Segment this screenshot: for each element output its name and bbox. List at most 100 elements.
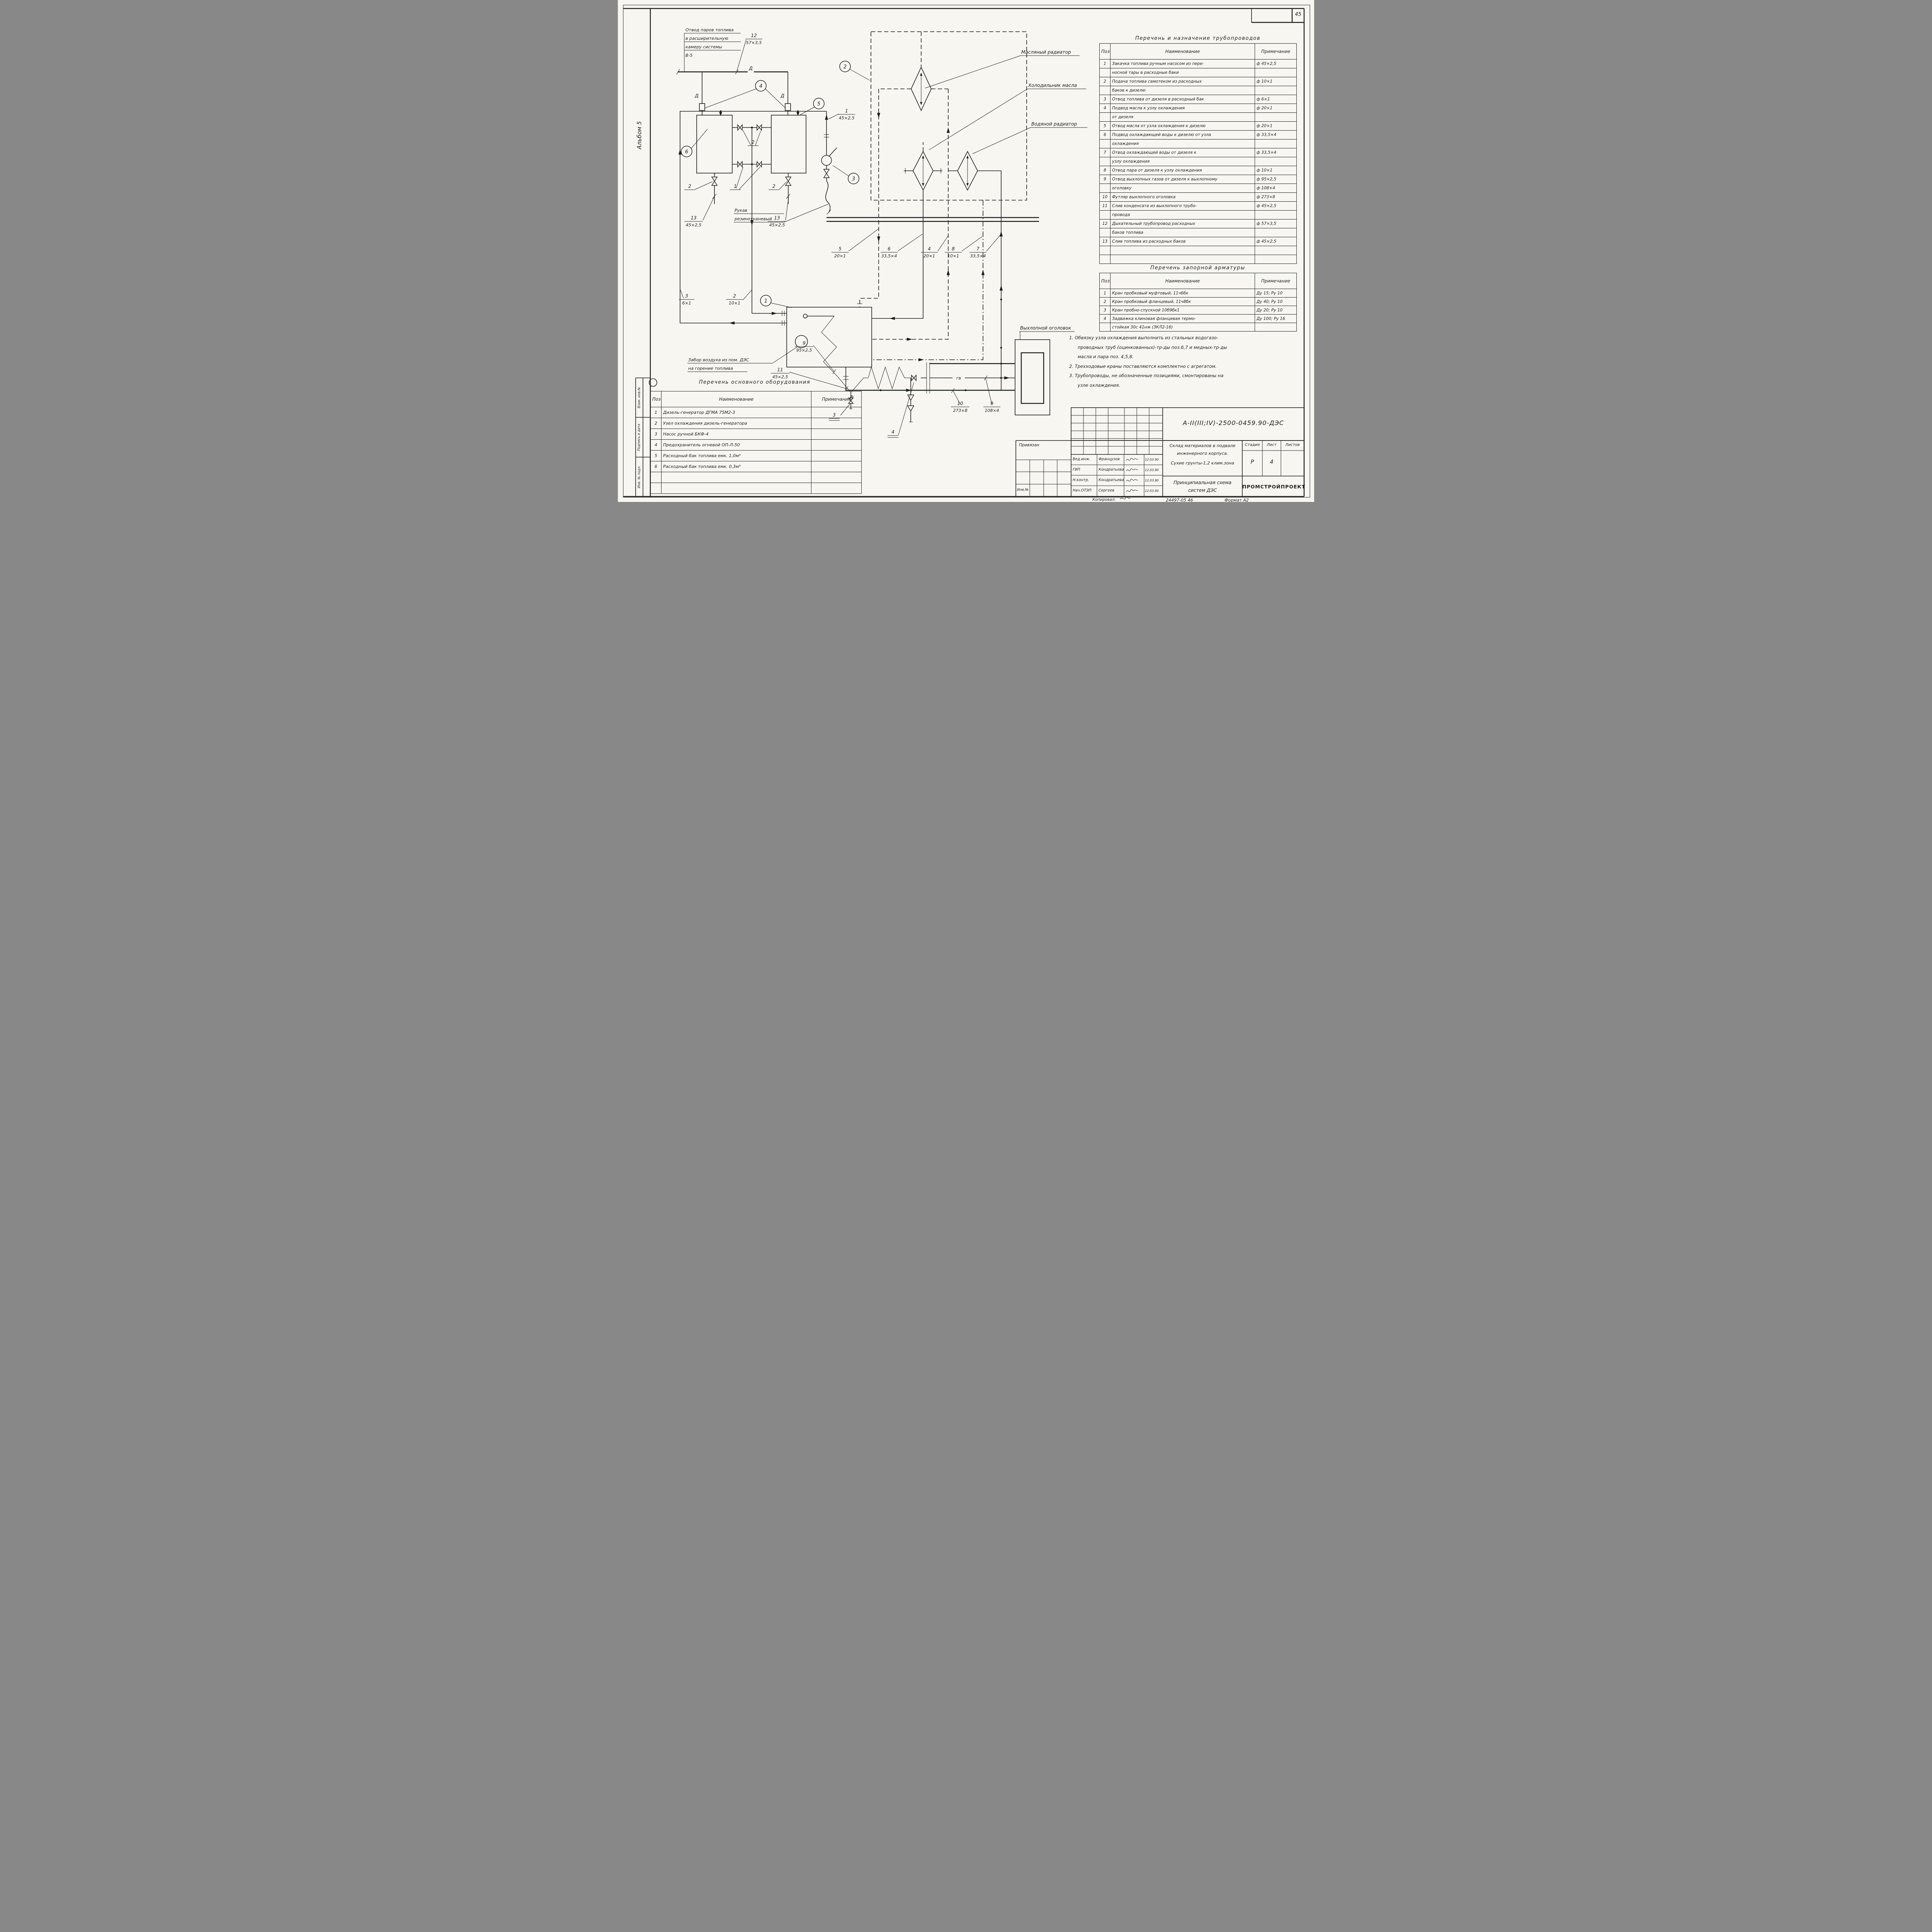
valve-tag-3: 3: [829, 412, 840, 421]
svg-text:4: 4: [891, 429, 895, 435]
svg-text:10: 10: [957, 401, 963, 406]
svg-text:2: 2: [733, 293, 736, 299]
callout-5: 5: [813, 98, 825, 109]
sheet-frame: [623, 5, 1310, 498]
vent-note-line3: камеру системы: [685, 44, 722, 49]
svg-text:273×8: 273×8: [953, 408, 967, 413]
hand-pump-symbol: [821, 155, 832, 166]
equipment-callouts: 1 2 3 4 5 6: [649, 61, 859, 387]
svg-text:6: 6: [888, 246, 891, 252]
callout-6: 6: [681, 146, 692, 157]
pipe-tag-12: 12 57×3,5: [745, 33, 762, 45]
svg-text:2: 2: [844, 64, 847, 70]
valve-tag-2-right: 2: [769, 184, 779, 190]
oil-radiator-symbol: [911, 66, 932, 111]
svg-text:10×1: 10×1: [729, 301, 740, 306]
pipe-tag-8: 810×1: [945, 246, 962, 259]
callout-4: 4: [755, 80, 767, 92]
vent-note-line4: В-5: [685, 53, 693, 58]
svg-text:9: 9: [990, 401, 993, 406]
svg-text:4: 4: [759, 83, 762, 89]
svg-text:8: 8: [952, 246, 955, 252]
pipe-tag-9: 9 95×2,5: [795, 340, 813, 353]
fuel-tank-1m3: [696, 115, 733, 173]
air-label-line1: Забор воздуха из пом. ДЭС: [688, 357, 749, 362]
svg-text:4: 4: [928, 246, 931, 252]
valve-tag-4: 4: [888, 429, 898, 438]
svg-text:20×1: 20×1: [834, 253, 846, 259]
pipe-tag-13-right: 13 45×2,5: [768, 215, 786, 228]
svg-text:1: 1: [845, 108, 848, 114]
vent-note-line2: в расширительную: [685, 36, 728, 41]
valve-tag-2-left: 2: [684, 184, 695, 190]
svg-text:108×4: 108×4: [985, 408, 999, 413]
exhaust-run: [735, 69, 1050, 422]
drawing-sheet: .ln{stroke:#1c1c1c;stroke-width:1.6;fill…: [618, 0, 1314, 502]
svg-text:45×2,5: 45×2,5: [686, 223, 702, 228]
svg-text:9: 9: [803, 340, 806, 346]
hot-gas-mark-2: гв: [848, 394, 855, 401]
hose-label-line1: Рукав: [735, 208, 747, 213]
svg-text:45×2,5: 45×2,5: [769, 223, 785, 228]
svg-text:1: 1: [764, 298, 767, 304]
hot-gas-mark-1: гв: [956, 376, 961, 381]
pipe-tag-13-left: 13 45×2,5: [684, 215, 703, 228]
duct-letter-1: Д: [748, 66, 752, 71]
svg-text:3: 3: [852, 176, 855, 182]
svg-text:2: 2: [752, 139, 755, 145]
svg-text:3: 3: [833, 412, 836, 418]
svg-text:5: 5: [817, 101, 820, 107]
svg-text:5: 5: [838, 246, 842, 252]
duct-letter-3: Д: [780, 93, 784, 99]
svg-text:10×1: 10×1: [947, 253, 959, 259]
pipe-tag-1: 1 45×2,5: [838, 108, 855, 121]
pipe-tag-11: 11 45×2,5: [771, 367, 789, 379]
svg-text:6×1: 6×1: [682, 301, 691, 306]
svg-text:2: 2: [688, 184, 691, 189]
oil-radiator-label: Масляный радиатор: [1021, 49, 1071, 55]
water-radiator-symbol: [957, 151, 978, 191]
svg-text:13: 13: [774, 215, 780, 221]
pipe-tag-7: 733,5×4: [969, 246, 986, 259]
svg-text:13: 13: [690, 215, 696, 221]
exhaust-head-label: Выхлопной оголовок: [1020, 325, 1071, 331]
cooling-unit: [827, 31, 1039, 390]
signature-mark: [1126, 468, 1138, 471]
svg-text:33,5×4: 33,5×4: [970, 253, 986, 259]
svg-text:7: 7: [976, 246, 980, 252]
svg-text:95×2,5: 95×2,5: [796, 348, 812, 353]
pipe-tag-2: 2 10×1: [726, 293, 743, 306]
signature-mark: [1126, 458, 1138, 461]
svg-text:45×2,5: 45×2,5: [772, 374, 788, 379]
fuel-system: [676, 33, 837, 326]
svg-text:57×3,5: 57×3,5: [746, 40, 762, 45]
callout-1: 1: [760, 295, 772, 306]
svg-text:33,5×4: 33,5×4: [881, 253, 897, 259]
title-block-lines: [1015, 407, 1304, 500]
oil-cooler-label: Холодильник масла: [1028, 83, 1077, 88]
duct-letter-2: Д: [694, 93, 698, 99]
vent-note-line1: Отвод паров топлива: [685, 27, 734, 32]
fuel-tank-03m3: [771, 115, 806, 173]
svg-text:2: 2: [772, 184, 776, 189]
pipe-tag-3: 36×1: [679, 293, 694, 306]
signature-mark: [1126, 489, 1138, 492]
svg-text:45×2,5: 45×2,5: [839, 116, 855, 121]
valve-tag-2-top: 2: [748, 139, 759, 146]
diesel-generator: [786, 303, 872, 393]
svg-text:11: 11: [777, 367, 783, 372]
air-label-line2: на горение топлива: [688, 366, 733, 371]
schematic-texts: Отвод паров топлива в расширительную кам…: [685, 27, 1077, 401]
air-intake-symbol: [795, 335, 808, 348]
hose-label-line2: резинотканевый: [734, 216, 772, 221]
pipe-tag-10: 10 273×8: [951, 401, 969, 413]
pipe-tag-4: 420×1: [921, 246, 938, 259]
svg-text:1: 1: [734, 184, 737, 189]
svg-text:3: 3: [685, 293, 688, 299]
pipe-tag-9b: 9 108×4: [983, 401, 1000, 413]
svg-text:12: 12: [751, 33, 757, 38]
svg-text:6: 6: [685, 149, 688, 155]
callout-2: 2: [839, 61, 851, 72]
copied-by-signature: [1120, 497, 1131, 500]
